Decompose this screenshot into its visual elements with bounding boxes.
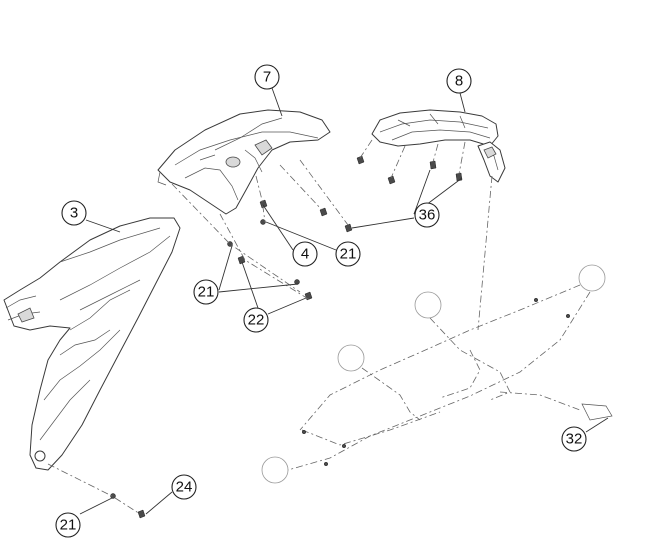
part-3-side-panel	[3, 217, 181, 471]
callout-label: 24	[176, 479, 193, 496]
callout-3: 3	[61, 200, 87, 226]
callout-label: 36	[419, 207, 436, 224]
callout-32: 32	[561, 426, 587, 452]
callout-label: 7	[263, 69, 271, 86]
callout-label: 32	[566, 431, 583, 448]
part-8-tail-light	[371, 109, 506, 183]
callout-21-mount: 21	[193, 279, 219, 305]
callout-7: 7	[254, 64, 280, 90]
part-32-subframe	[261, 264, 613, 484]
callout-21-panel: 21	[55, 512, 81, 538]
callout-label: 3	[70, 205, 78, 222]
callout-label: 21	[60, 517, 77, 534]
callout-21-fender: 21	[335, 241, 361, 267]
alignment-lines	[47, 139, 493, 515]
callout-4: 4	[292, 241, 318, 267]
callout-36: 36	[414, 202, 440, 228]
part-7-rear-fender	[157, 109, 331, 215]
callout-24: 24	[171, 474, 197, 500]
callout-8: 8	[446, 68, 472, 94]
callout-label: 22	[248, 312, 265, 329]
callout-label: 21	[340, 246, 357, 263]
callout-label: 21	[198, 284, 215, 301]
leader-lines	[79, 87, 609, 515]
callout-label: 4	[301, 246, 309, 263]
callout-22: 22	[243, 307, 269, 333]
callout-label: 8	[455, 73, 463, 90]
